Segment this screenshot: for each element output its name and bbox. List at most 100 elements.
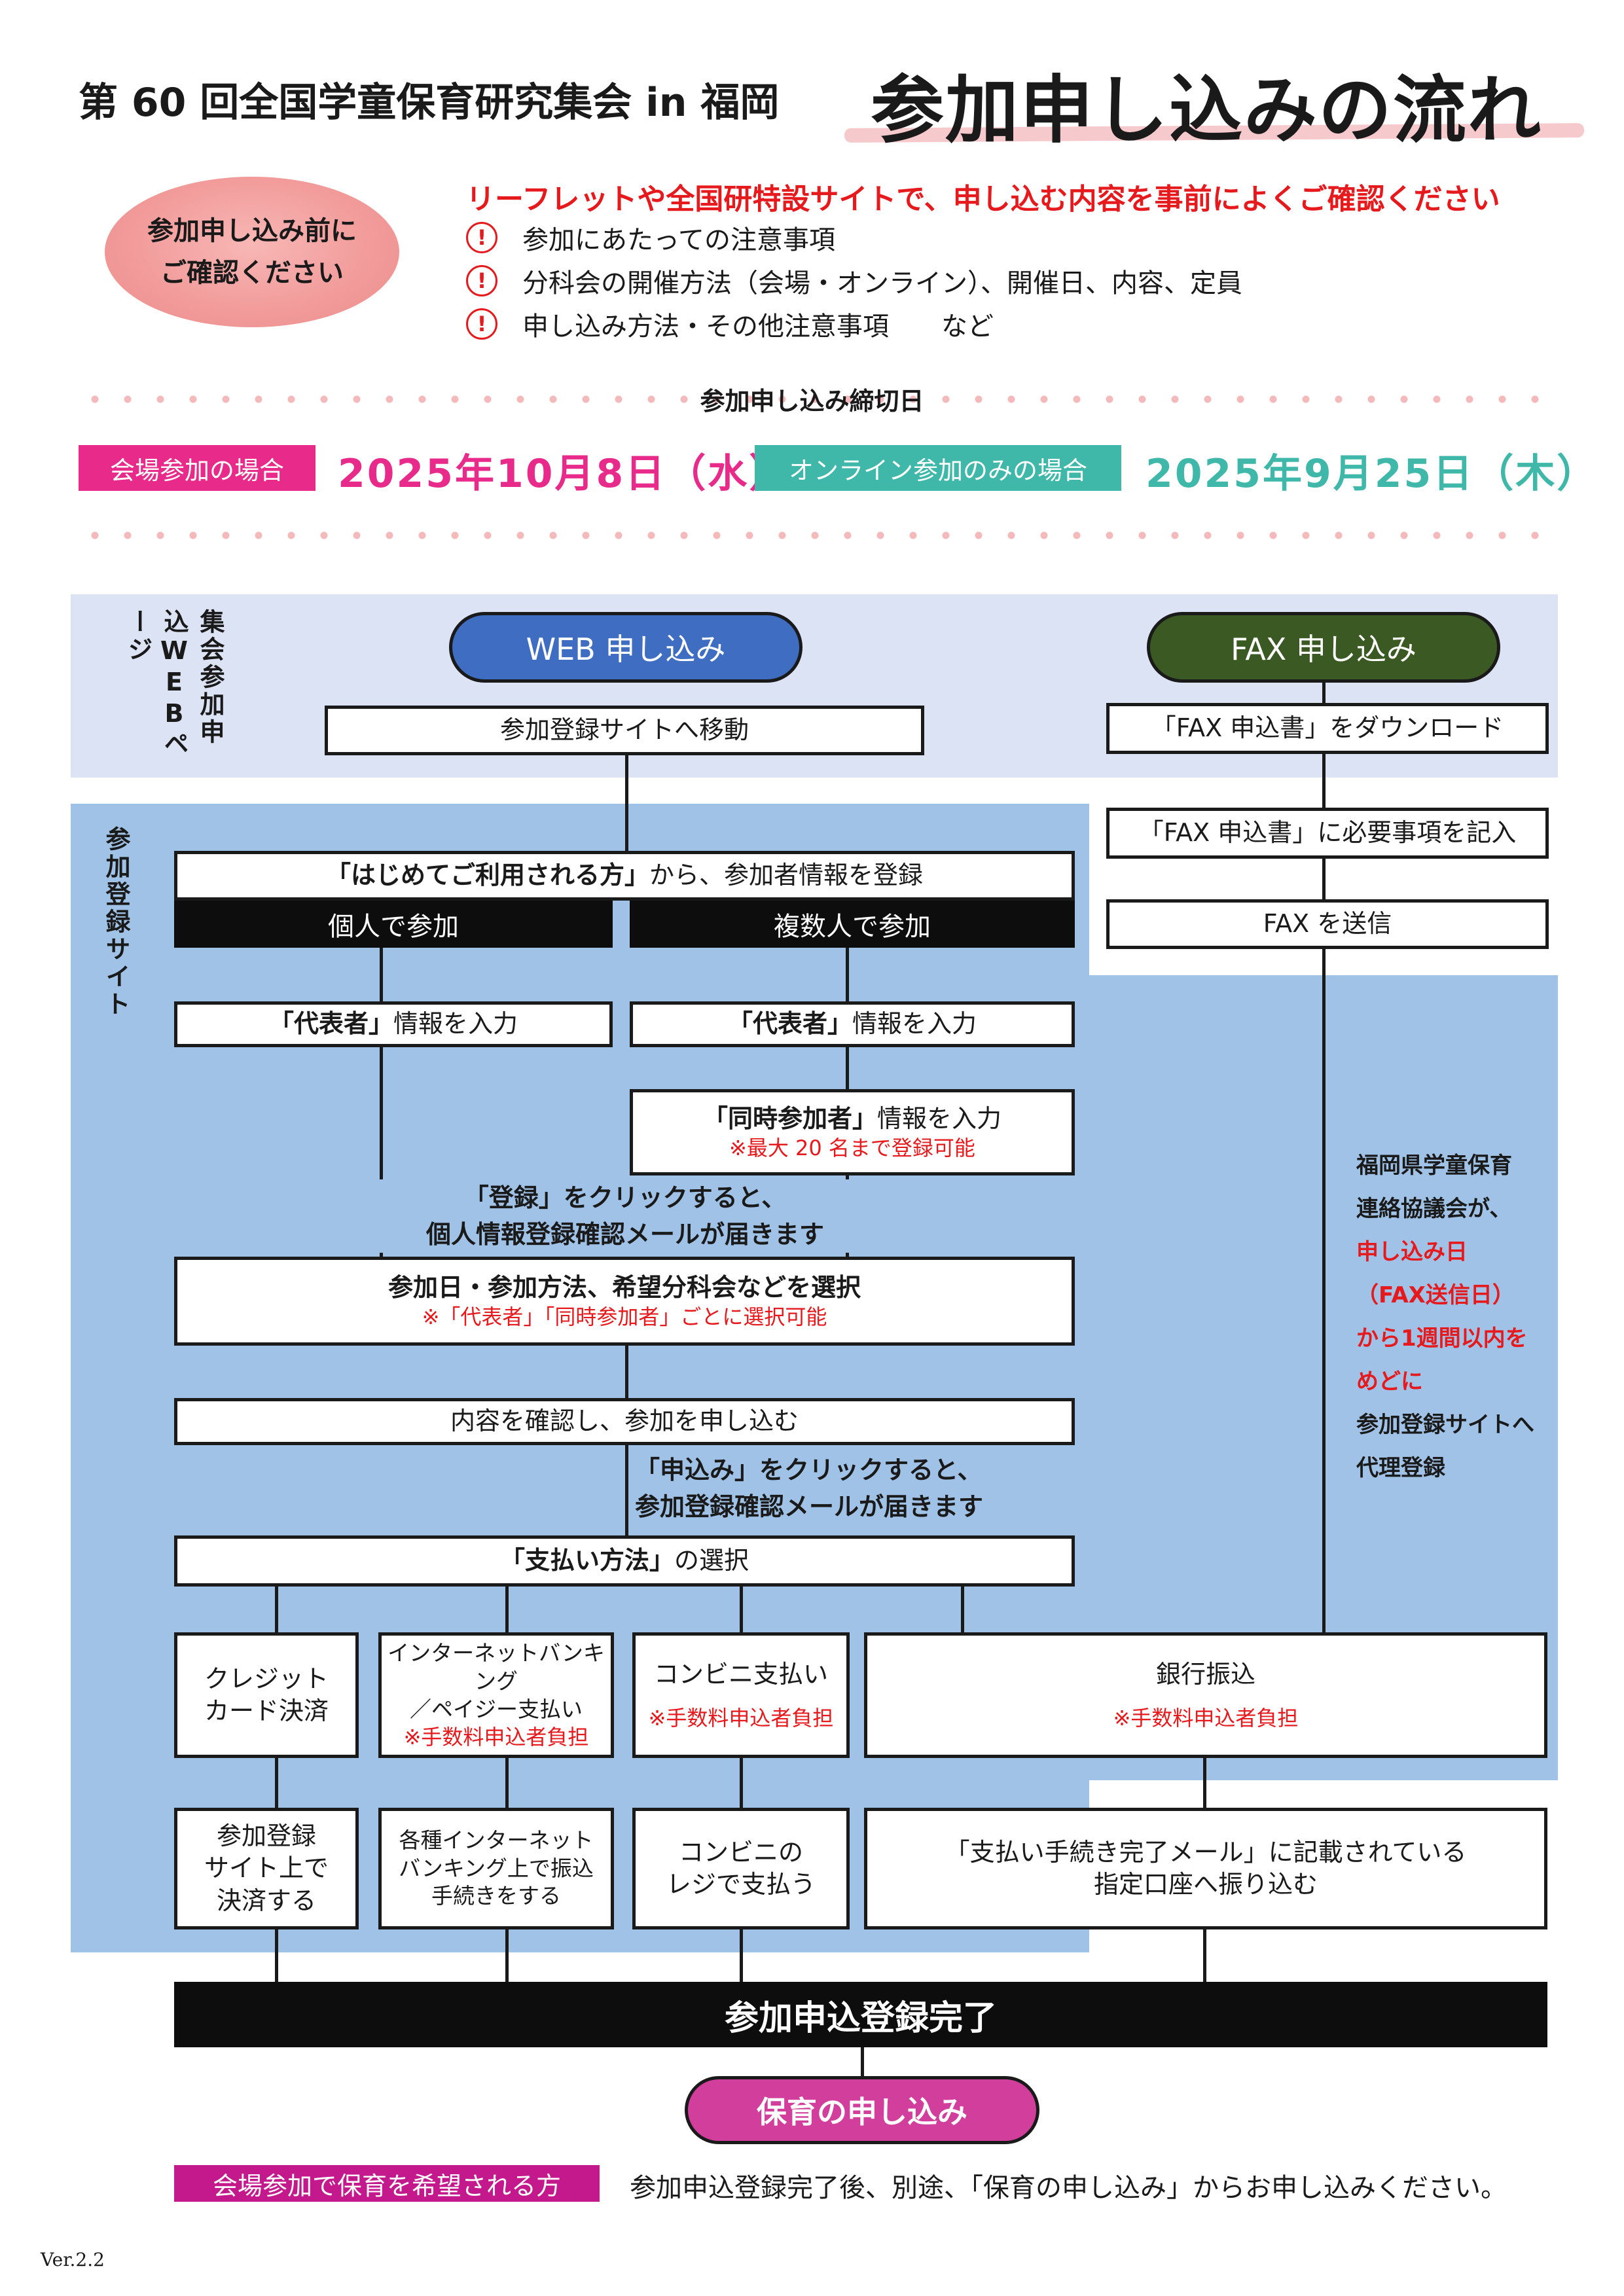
internet-banking-action: 各種インターネット バンキング上で振込 手続きをする	[378, 1808, 614, 1929]
apply-note-line1: 「申込み」をクリックすると、	[635, 1452, 983, 1488]
connector	[740, 1927, 743, 1984]
online-label: オンライン参加のみの場合	[755, 445, 1121, 491]
fax-application-pill: FAX 申し込み	[1147, 612, 1500, 683]
fax-note-line: 参加登録サイトへ	[1356, 1412, 1534, 1438]
credit-card-option: クレジット カード決済	[174, 1632, 359, 1758]
fax-proxy-registration-note: 福岡県学童保育 連絡協議会が、 申し込み日 （FAX送信日） から1週間以内を …	[1350, 1144, 1541, 1490]
connector	[505, 1927, 509, 1984]
fax-note-line: 申し込み日	[1356, 1239, 1468, 1265]
rep-rest: 情報を入力	[393, 1009, 518, 1039]
companion-line: 「同時参加者」情報を入力	[703, 1103, 1001, 1135]
register-note-bold: 「登録」	[463, 1183, 564, 1212]
section-label-site: 参加登録サイト	[101, 826, 130, 1018]
connector	[625, 1343, 628, 1401]
connector	[1322, 946, 1326, 1638]
venue-label: 会場参加の場合	[79, 445, 316, 491]
warning-icon: !	[466, 308, 497, 340]
notice-item: ! 参加にあたっての注意事項	[466, 219, 835, 257]
connector	[380, 1043, 383, 1259]
register-note-line2: 個人情報登録確認メールが届きます	[425, 1220, 824, 1249]
connector	[380, 946, 383, 1005]
bank-transfer-label: 銀行振込	[1155, 1659, 1255, 1689]
connector	[961, 1584, 964, 1635]
notice-item-text: 参加にあたっての注意事項	[522, 225, 835, 255]
fee-note: ※手数料申込者負担	[403, 1724, 589, 1749]
group-rep-info-step: 「代表者」情報を入力	[630, 1001, 1075, 1047]
connector	[625, 746, 628, 854]
connector	[1322, 681, 1326, 704]
first-time-register-step: 「はじめてご利用される方」から、参加者情報を登録	[174, 851, 1075, 901]
registration-complete-bar: 参加申込登録完了	[174, 1982, 1547, 2047]
payment-method-step: 「支払い方法」の選択	[174, 1535, 1075, 1587]
convenience-store-option: コンビニ支払い ※手数料申込者負担	[632, 1632, 850, 1758]
connector	[1322, 856, 1326, 902]
fill-fax-form: 「FAX 申込書」に必要事項を記入	[1106, 808, 1549, 859]
event-subtitle: 第 60 回全国学童保育研究集会 in 福岡	[79, 80, 780, 126]
fax-note-line: めどに	[1356, 1369, 1423, 1395]
version-label: Ver.2.2	[41, 2249, 105, 2270]
fee-note: ※手数料申込者負担	[1113, 1705, 1299, 1731]
companion-rest: 情報を入力	[877, 1103, 1002, 1133]
connector	[625, 1443, 628, 1538]
deadline-title: 参加申し込み締切日	[700, 387, 924, 416]
payment-bold: 「支払い方法」	[499, 1546, 674, 1575]
connector	[1203, 1755, 1206, 1810]
conv-action-line1: コンビニの	[678, 1837, 803, 1867]
download-fax-form: 「FAX 申込書」をダウンロード	[1106, 703, 1549, 754]
credit-card-line2: カード決済	[204, 1696, 329, 1725]
rep-bold: 「代表者」	[268, 1009, 393, 1039]
bank-transfer-option: 銀行振込 ※手数料申込者負担	[864, 1632, 1547, 1758]
register-note-rest: をクリックすると、	[563, 1183, 787, 1212]
connector	[275, 1755, 278, 1810]
individual-rep-info-step: 「代表者」情報を入力	[174, 1001, 613, 1047]
companion-limit-note: ※最大 20 名まで登録可能	[729, 1135, 975, 1160]
net-action-line2: バンキング上で振込	[399, 1855, 594, 1881]
card-action-line1: 参加登録	[216, 1821, 316, 1850]
notice-title: リーフレットや全国研特設サイトで、申し込む内容を事前によくご確認ください	[466, 183, 1500, 216]
warning-icon: !	[466, 222, 497, 253]
fax-note-line: 代理登録	[1356, 1455, 1445, 1481]
notice-item-text: 分科会の開催方法（会場・オンライン）、開催日、内容、定員	[522, 268, 1242, 298]
select-options-step: 参加日・参加方法、希望分科会などを選択 ※「代表者」「同時参加者」ごとに選択可能	[174, 1257, 1075, 1346]
go-to-registration-site: 参加登録サイトへ移動	[325, 706, 924, 755]
web-application-pill: WEB 申し込み	[449, 612, 803, 683]
childcare-instruction: 参加申込登録完了後、別途、「保育の申し込み」からお申し込みください。	[630, 2173, 1507, 2203]
connector	[846, 946, 849, 1005]
select-note: ※「代表者」「同時参加者」ごとに選択可能	[422, 1304, 827, 1329]
childcare-application-pill[interactable]: 保育の申し込み	[685, 2076, 1039, 2144]
net-action-line3: 手続きをする	[431, 1883, 561, 1909]
companion-info-step: 「同時参加者」情報を入力 ※最大 20 名まで登録可能	[630, 1089, 1075, 1175]
rep-rest: 情報を入力	[852, 1009, 977, 1039]
internet-banking-line1: インターネットバンキング	[388, 1640, 605, 1694]
connector	[505, 1584, 509, 1635]
page-title: 参加申し込みの流れ	[871, 68, 1542, 153]
fee-note: ※手数料申込者負担	[648, 1705, 834, 1731]
group-participation-header: 複数人で参加	[630, 901, 1075, 948]
internet-banking-option: インターネットバンキング ／ペイジー支払い ※手数料申込者負担	[378, 1632, 614, 1758]
fax-note-line: （FAX送信日）	[1356, 1282, 1515, 1308]
bank-transfer-action: 「支払い手続き完了メール」に記載されている 指定口座へ振り込む	[864, 1808, 1547, 1929]
convenience-label: コンビニ支払い	[653, 1659, 828, 1689]
card-payment-action: 参加登録 サイト上で 決済する	[174, 1808, 359, 1929]
fax-note-line: から1週間以内を	[1356, 1325, 1528, 1352]
individual-participation-header: 個人で参加	[174, 901, 613, 948]
check-before-badge: 参加申し込み前に ご確認ください	[105, 177, 399, 327]
credit-card-line1: クレジット	[204, 1664, 329, 1693]
dotted-divider	[79, 531, 1551, 539]
connector	[275, 1584, 278, 1635]
fax-note-line: 連絡協議会が、	[1356, 1196, 1512, 1222]
register-note-line1: 「登録」をクリックすると、	[327, 1179, 923, 1216]
apply-note-rest: をクリックすると、	[759, 1456, 983, 1484]
online-deadline-date: 2025年9月25日（木）	[1146, 451, 1598, 497]
notice-item: ! 申し込み方法・その他注意事項 など	[466, 305, 994, 343]
payment-rest: の選択	[674, 1546, 749, 1575]
registration-site-panel	[71, 804, 1089, 1952]
connector	[846, 1043, 849, 1089]
connector	[505, 1755, 509, 1810]
card-action-line3: 決済する	[216, 1886, 316, 1915]
apply-mail-note: 「申込み」をクリックすると、 参加登録確認メールが届きます	[635, 1452, 983, 1525]
dotted-divider	[79, 395, 1551, 403]
connector	[275, 1927, 278, 1984]
connector	[861, 2047, 864, 2080]
register-mail-note: 「登録」をクリックすると、 個人情報登録確認メールが届きます	[327, 1179, 923, 1253]
